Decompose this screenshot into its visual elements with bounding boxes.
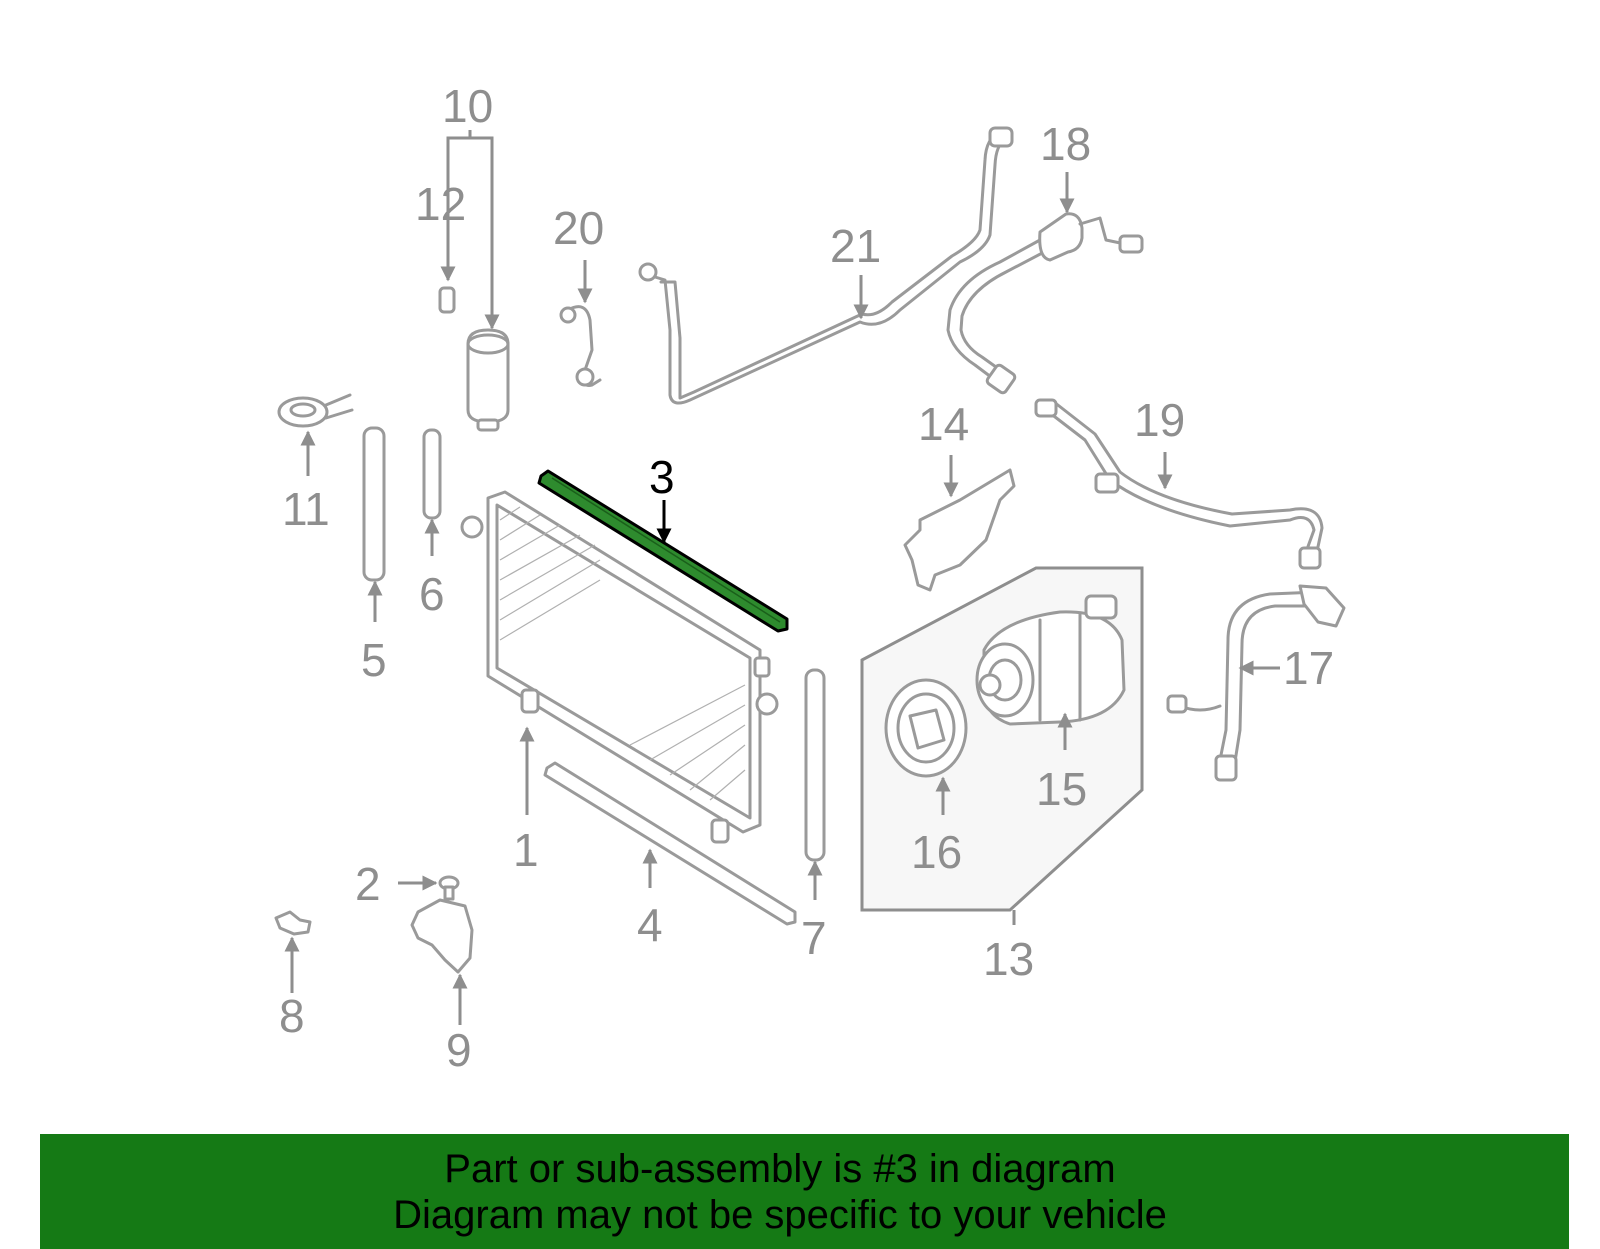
- callout-7[interactable]: 7: [801, 912, 827, 964]
- callout-2[interactable]: 2: [355, 858, 381, 910]
- bracket-part-9[interactable]: [410, 898, 474, 974]
- seal-part-7[interactable]: [804, 668, 826, 862]
- pressure-switch-part-12[interactable]: [438, 286, 456, 314]
- seal-part-5[interactable]: [362, 426, 386, 582]
- hose-part-19[interactable]: [1034, 398, 1324, 570]
- callout-14[interactable]: 14: [918, 398, 969, 450]
- callout-15[interactable]: 15: [1036, 763, 1087, 815]
- callout-16[interactable]: 16: [911, 826, 962, 878]
- callout-13[interactable]: 13: [983, 933, 1034, 985]
- sensor-part-20[interactable]: [559, 305, 602, 387]
- seal-part-4[interactable]: [543, 761, 797, 926]
- bracket-part-8[interactable]: [274, 910, 312, 936]
- hose-part-17[interactable]: [1166, 584, 1346, 782]
- bracket-part-14[interactable]: [903, 468, 1016, 592]
- callout-labels: 1 2 3 4 5 6 7 8 9 10 11 12 13 14 15 16 1…: [279, 80, 1334, 1076]
- leader-lines: [284, 130, 1280, 1025]
- callout-12[interactable]: 12: [415, 178, 466, 230]
- callout-19[interactable]: 19: [1134, 394, 1185, 446]
- callout-4[interactable]: 4: [637, 899, 663, 951]
- info-banner: Part or sub-assembly is #3 in diagram Di…: [40, 1134, 1569, 1249]
- pipe-part-21[interactable]: [638, 126, 1014, 405]
- callout-20[interactable]: 20: [553, 202, 604, 254]
- seal-part-3-highlighted[interactable]: [537, 469, 789, 633]
- receiver-drier-part-10[interactable]: [466, 328, 510, 432]
- callout-21[interactable]: 21: [830, 220, 881, 272]
- callout-9[interactable]: 9: [446, 1024, 472, 1076]
- banner-line-1: Part or sub-assembly is #3 in diagram: [444, 1147, 1116, 1191]
- seal-part-6[interactable]: [422, 428, 442, 520]
- callout-5[interactable]: 5: [361, 634, 387, 686]
- condenser-part-1[interactable]: [460, 490, 779, 844]
- callout-18[interactable]: 18: [1040, 118, 1091, 170]
- callout-1[interactable]: 1: [513, 824, 539, 876]
- clutch-part-16[interactable]: [884, 678, 968, 778]
- callout-6[interactable]: 6: [419, 568, 445, 620]
- clamp-part-11[interactable]: [277, 393, 354, 428]
- callout-10[interactable]: 10: [442, 80, 493, 132]
- banner-line-2: Diagram may not be specific to your vehi…: [393, 1193, 1167, 1237]
- seal-part-3-edge: [551, 477, 781, 623]
- condenser-fins: [499, 506, 746, 801]
- callout-11[interactable]: 11: [282, 483, 330, 535]
- callout-8[interactable]: 8: [279, 990, 305, 1042]
- callout-17[interactable]: 17: [1283, 642, 1334, 694]
- bolt-part-2[interactable]: [438, 875, 460, 901]
- hose-part-18[interactable]: [946, 212, 1144, 395]
- callout-3[interactable]: 3: [649, 451, 675, 503]
- compressor-part-15[interactable]: [975, 594, 1126, 726]
